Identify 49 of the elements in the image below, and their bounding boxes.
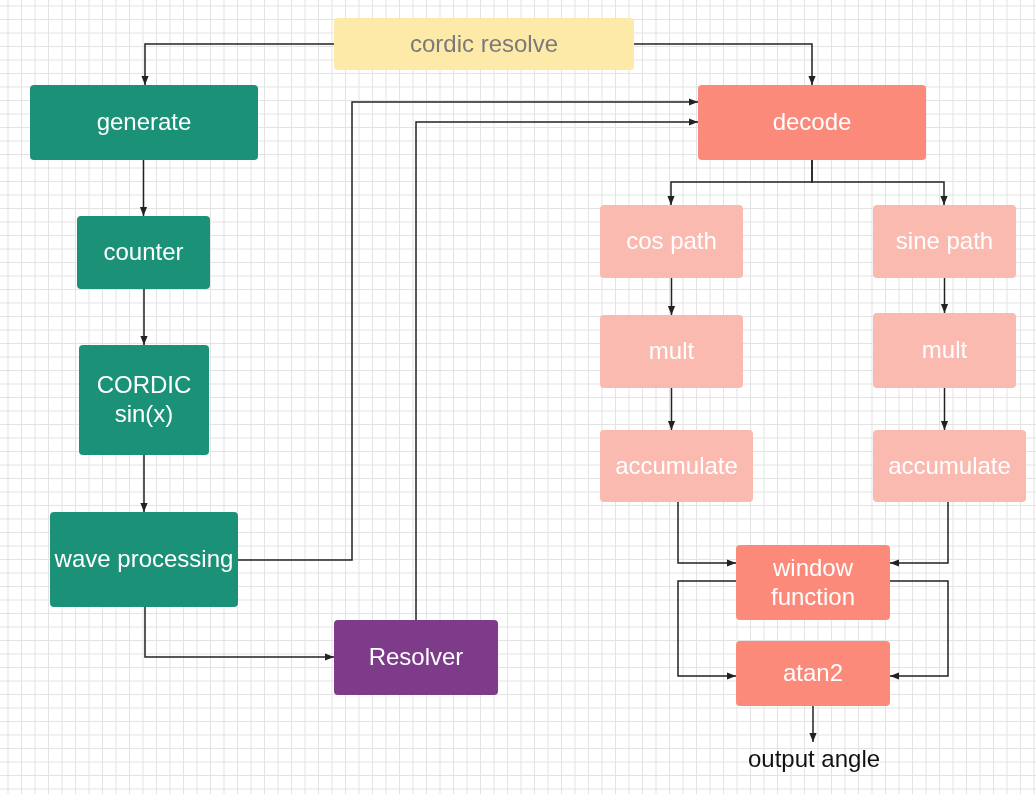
arrow xyxy=(940,277,949,314)
box-label: decode xyxy=(772,108,852,137)
box-label: generate xyxy=(96,108,192,137)
process-box xyxy=(50,512,238,607)
arrow xyxy=(940,387,949,431)
arrow xyxy=(139,159,148,217)
box-label: atan2 xyxy=(782,659,844,688)
box-label: window function xyxy=(769,553,857,612)
process-box xyxy=(77,216,210,289)
process-box xyxy=(600,315,743,388)
arrow xyxy=(140,288,148,346)
arrow xyxy=(633,43,816,86)
arrow xyxy=(144,606,335,661)
arrow xyxy=(889,501,949,567)
box-label: mult xyxy=(921,336,968,365)
process-box xyxy=(600,430,753,502)
arrow xyxy=(415,118,699,621)
process-box xyxy=(873,313,1016,388)
process-box xyxy=(334,18,634,70)
box-label: accumulate xyxy=(615,451,738,481)
arrow xyxy=(237,98,699,561)
arrow xyxy=(140,454,148,513)
process-box xyxy=(873,205,1016,278)
box-label: accumulate xyxy=(888,451,1011,481)
process-box xyxy=(30,85,258,160)
arrow xyxy=(667,277,676,316)
process-box xyxy=(736,545,890,620)
arrow xyxy=(667,387,676,431)
box-label: wave processing xyxy=(54,545,234,574)
box-label: cordic resolve xyxy=(409,29,559,59)
process-box xyxy=(79,345,209,455)
output-label: output angle xyxy=(747,744,881,774)
process-box xyxy=(736,641,890,706)
box-label: sine path xyxy=(895,227,994,256)
box-label: counter xyxy=(103,238,184,267)
box-label: mult xyxy=(648,337,695,366)
process-box xyxy=(600,205,743,278)
arrow xyxy=(141,43,335,86)
box-label: CORDIC sin(x) xyxy=(95,371,193,429)
process-box xyxy=(873,430,1026,502)
arrow xyxy=(677,501,737,567)
arrow xyxy=(889,580,949,680)
box-label: cos path xyxy=(626,227,717,256)
arrow xyxy=(811,159,948,206)
arrow xyxy=(809,705,817,743)
process-box xyxy=(698,85,926,160)
arrow xyxy=(677,580,737,680)
box-label: Resolver xyxy=(368,643,464,672)
process-box xyxy=(334,620,498,695)
